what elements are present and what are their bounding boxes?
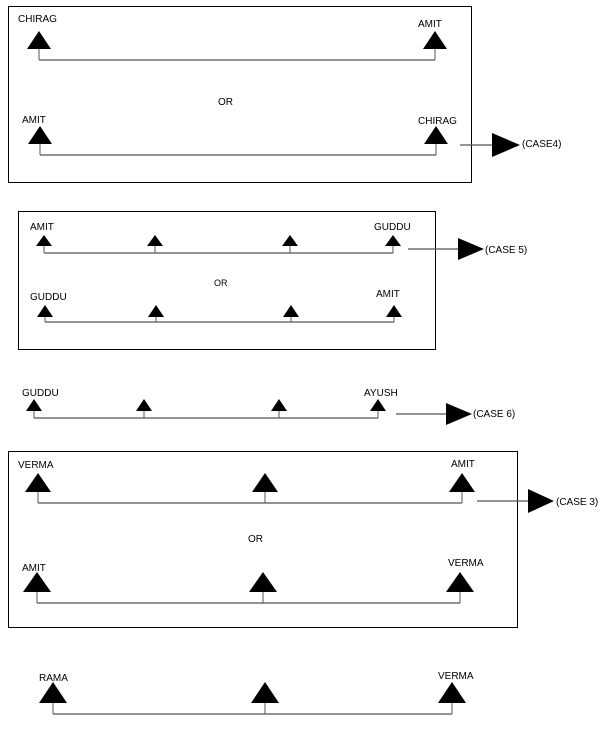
box-case4 xyxy=(8,6,472,183)
case-arrow-3-head xyxy=(528,489,554,513)
case-arrow-1-head xyxy=(458,238,484,260)
row-5-seat-0-triangle xyxy=(25,473,51,492)
row-5-seat-2-triangle xyxy=(449,473,475,492)
row-3-seat-0-triangle xyxy=(37,305,53,317)
case4-row1-name-right: AMIT xyxy=(418,19,442,30)
final-row-name-left: RAMA xyxy=(39,673,68,684)
row-3-seat-3-triangle xyxy=(386,305,402,317)
row-3-seat-1-triangle xyxy=(148,305,164,317)
row-1-seat-1-triangle xyxy=(424,126,448,144)
or-label-case5: OR xyxy=(214,278,228,288)
case3-row2-name-right: VERMA xyxy=(448,558,484,569)
row-0-seat-0-triangle xyxy=(27,31,51,49)
case3-row2-name-left: AMIT xyxy=(22,563,46,574)
row-7-seat-2-triangle xyxy=(438,682,466,703)
case5-row1-name-left: AMIT xyxy=(30,222,54,233)
row-4-seat-2-triangle xyxy=(271,399,287,411)
box-case3 xyxy=(8,451,518,628)
row-2-seat-3-triangle xyxy=(385,235,401,246)
row-4-seat-0-triangle xyxy=(26,399,42,411)
row-5-seat-1-triangle xyxy=(252,473,278,492)
case5-row1-name-right: GUDDU xyxy=(374,222,411,233)
row-4-seat-1-triangle xyxy=(136,399,152,411)
case5-row2-name-right: AMIT xyxy=(376,289,400,300)
case-label-3: (CASE 3) xyxy=(556,497,599,508)
or-label-case3: OR xyxy=(248,534,263,545)
row-1-seat-0-triangle xyxy=(28,126,52,144)
row-2-seat-1-triangle xyxy=(147,235,163,246)
case-label-4: (CASE4) xyxy=(522,139,562,150)
row-4-seat-3-triangle xyxy=(370,399,386,411)
case4-row2-name-left: AMIT xyxy=(22,115,46,126)
row-2-seat-0-triangle xyxy=(36,235,52,246)
case4-row2-name-right: CHIRAG xyxy=(418,116,457,127)
case3-row1-name-right: AMIT xyxy=(451,459,475,470)
row-6-seat-2-triangle xyxy=(446,572,474,592)
final-row-name-right: VERMA xyxy=(438,671,474,682)
case5-row2-name-left: GUDDU xyxy=(30,292,67,303)
row-6-seat-1-triangle xyxy=(249,572,277,592)
case6-row1-name-left: GUDDU xyxy=(22,388,59,399)
box-case5 xyxy=(18,211,436,350)
row-6-seat-0-triangle xyxy=(23,572,51,592)
case-label-6: (CASE 6) xyxy=(473,409,516,420)
row-3-seat-2-triangle xyxy=(283,305,299,317)
case3-row1-name-left: VERMA xyxy=(18,460,54,471)
row-7-seat-1-triangle xyxy=(251,682,279,703)
case-label-5: (CASE 5) xyxy=(485,245,528,256)
case4-row1-name-left: CHIRAG xyxy=(18,14,57,25)
row-7-seat-0-triangle xyxy=(39,682,67,703)
case6-row1-name-right: AYUSH xyxy=(364,388,398,399)
case-arrow-2-head xyxy=(446,403,472,425)
or-label-case4: OR xyxy=(218,97,233,108)
row-0-seat-1-triangle xyxy=(423,31,447,49)
case-arrow-0-head xyxy=(492,133,520,157)
row-2-seat-2-triangle xyxy=(282,235,298,246)
